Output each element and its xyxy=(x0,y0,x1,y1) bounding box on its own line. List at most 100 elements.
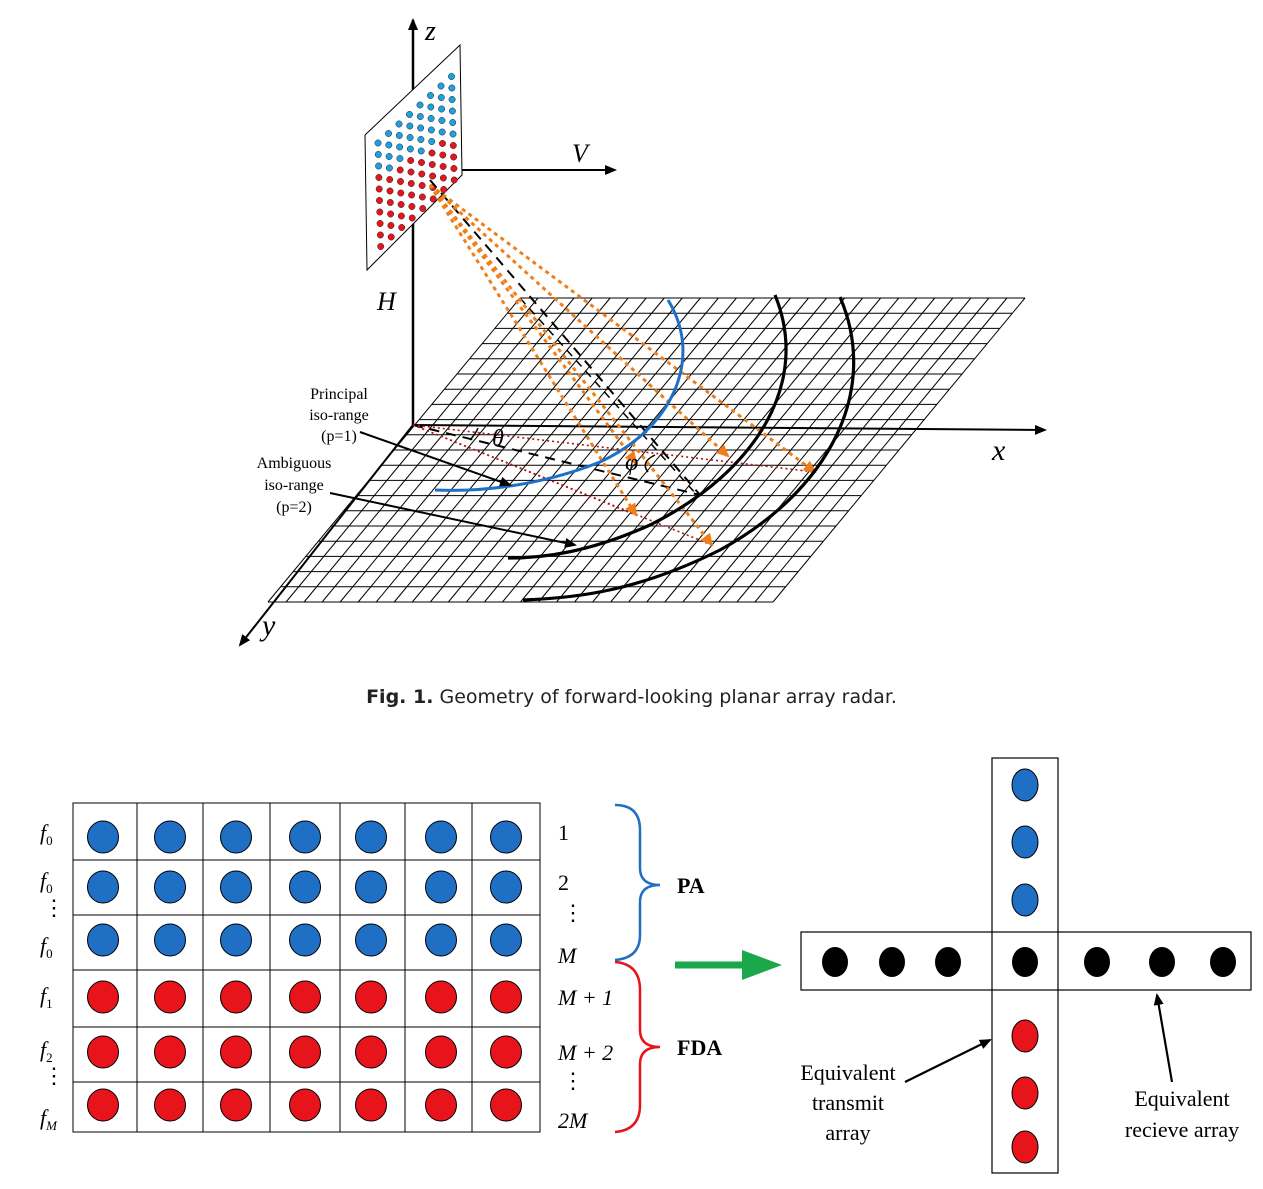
iso-range-curve-2 xyxy=(507,294,788,560)
principal-pointer xyxy=(359,431,512,487)
array-element xyxy=(220,923,252,957)
antenna-element xyxy=(408,191,416,199)
antenna-element xyxy=(417,124,425,132)
array-element xyxy=(220,980,252,1014)
array-element xyxy=(154,980,186,1014)
array-element xyxy=(154,820,186,854)
antenna-element xyxy=(449,119,457,126)
antenna-element xyxy=(429,172,437,180)
array-element xyxy=(490,870,522,904)
antenna-element xyxy=(418,193,426,201)
row-frequency-label: f0 xyxy=(40,933,53,961)
antenna-element xyxy=(386,176,394,183)
antenna-element xyxy=(448,107,456,115)
antenna-element xyxy=(437,82,445,90)
equivalent-element-blue xyxy=(1011,883,1039,917)
equivalent-element-blue xyxy=(1011,768,1039,802)
label-phi: φ xyxy=(625,450,638,476)
array-element xyxy=(425,870,457,904)
antenna-element xyxy=(419,205,427,212)
principal-line-2: iso-range xyxy=(309,407,369,424)
row-frequency-label: ⋮ xyxy=(43,1063,65,1088)
antenna-element xyxy=(407,157,415,164)
row-index-labels: 12⋮MM + 1M + 2⋮2M xyxy=(557,820,613,1133)
antenna-element xyxy=(396,166,404,174)
transmit-label: Equivalent transmit array xyxy=(800,1060,895,1145)
array-element xyxy=(220,1035,252,1069)
antenna-element xyxy=(374,151,382,158)
antenna-element xyxy=(417,136,425,143)
antenna-element xyxy=(448,73,455,80)
array-element xyxy=(87,820,119,854)
ground-grid xyxy=(267,297,1026,603)
antenna-element xyxy=(416,101,424,109)
antenna-element xyxy=(397,201,405,208)
array-element xyxy=(490,980,522,1014)
array-element xyxy=(425,1035,457,1069)
ground-dotted-lines xyxy=(412,424,816,546)
antenna-element xyxy=(416,113,424,120)
array-element xyxy=(425,980,457,1014)
ambiguous-pointer xyxy=(329,492,577,548)
equivalent-element-blue xyxy=(1011,825,1039,859)
antenna-element xyxy=(386,187,394,195)
array-element xyxy=(490,1088,522,1122)
antenna-element xyxy=(418,159,425,166)
antenna-element xyxy=(428,161,436,168)
antenna-element xyxy=(406,134,414,141)
antenna-element xyxy=(385,141,393,149)
array-element xyxy=(154,1088,186,1122)
equivalent-element-black xyxy=(935,947,961,977)
array-element xyxy=(220,820,252,854)
boresight-line xyxy=(429,179,701,496)
antenna-element xyxy=(449,142,457,149)
array-outline xyxy=(72,802,541,1133)
antenna-element xyxy=(407,168,415,176)
caption-text: Geometry of forward-looking planar array… xyxy=(433,686,897,708)
array-element xyxy=(490,923,522,957)
antenna-element xyxy=(396,155,404,162)
label-theta: θ xyxy=(492,426,504,452)
row-index-label: ⋮ xyxy=(562,900,584,925)
array-element xyxy=(87,1035,119,1069)
antenna-element xyxy=(406,145,414,153)
antenna-element xyxy=(387,222,395,229)
antenna-element xyxy=(427,115,435,122)
array-element xyxy=(289,1088,321,1122)
antenna-element xyxy=(439,140,446,147)
equivalent-element-red xyxy=(1011,1019,1039,1053)
antenna-element xyxy=(397,212,405,220)
antenna-element xyxy=(418,182,426,189)
principal-label: Principal iso-range (p=1) xyxy=(309,386,369,445)
equivalent-element-black xyxy=(822,947,848,977)
antenna-element xyxy=(427,103,435,111)
fda-brace xyxy=(614,960,661,1134)
antenna-element xyxy=(395,120,403,128)
receive-label: Equivalent recieve array xyxy=(1125,1086,1239,1142)
antenna-element xyxy=(375,185,383,193)
row-index-label: ⋮ xyxy=(562,1068,584,1093)
antenna-element xyxy=(429,195,437,203)
principal-iso-range-curve xyxy=(434,299,685,492)
label-y: y xyxy=(259,609,276,642)
pa-brace xyxy=(614,803,661,962)
row-index-label: M xyxy=(557,943,578,968)
ambiguous-line-2: iso-range xyxy=(264,477,324,494)
antenna-element xyxy=(377,243,385,250)
array-element xyxy=(355,980,387,1014)
figure1-geometry: z V H x y θ φ Principal iso-range (p=1) … xyxy=(238,16,1047,647)
array-element xyxy=(87,870,119,904)
array-element xyxy=(154,923,186,957)
antenna-element xyxy=(385,164,393,172)
antenna-element xyxy=(428,149,436,157)
array-element xyxy=(355,1088,387,1122)
array-element xyxy=(220,870,252,904)
antenna-element xyxy=(428,138,436,145)
ambiguous-line-1: Ambiguous xyxy=(257,455,332,472)
y-axis xyxy=(238,424,414,647)
row-frequency-label: f0 xyxy=(40,820,53,848)
antenna-element xyxy=(408,214,416,222)
x-axis xyxy=(412,424,1047,435)
antenna-element xyxy=(439,151,447,159)
ambiguous-line-3: (p=2) xyxy=(276,499,312,516)
